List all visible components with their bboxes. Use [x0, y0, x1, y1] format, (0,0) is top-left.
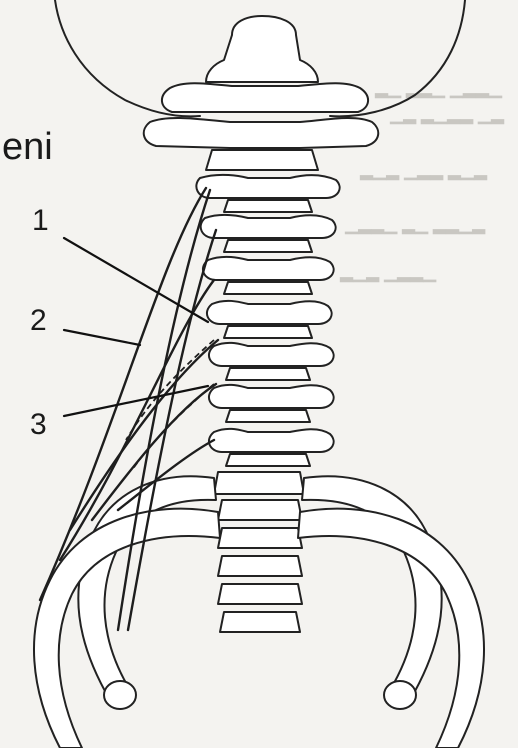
label-1: 1 — [32, 206, 49, 236]
title-fragment: eni — [2, 128, 53, 166]
right-rib — [298, 509, 484, 748]
cervical-vertebrae — [196, 175, 339, 380]
label-1-pointer — [64, 238, 208, 322]
label-2-pointer — [64, 330, 140, 345]
thoracic-vertebrae — [209, 385, 334, 632]
axis-vertebra — [144, 118, 379, 170]
atlas-vertebra — [162, 16, 368, 112]
label-3-pointer — [64, 386, 208, 416]
label-3: 3 — [30, 410, 47, 440]
scalene-anterior — [118, 190, 210, 630]
label-2: 2 — [30, 306, 47, 336]
left-rib — [34, 509, 220, 748]
scalene-anterior — [128, 230, 216, 630]
